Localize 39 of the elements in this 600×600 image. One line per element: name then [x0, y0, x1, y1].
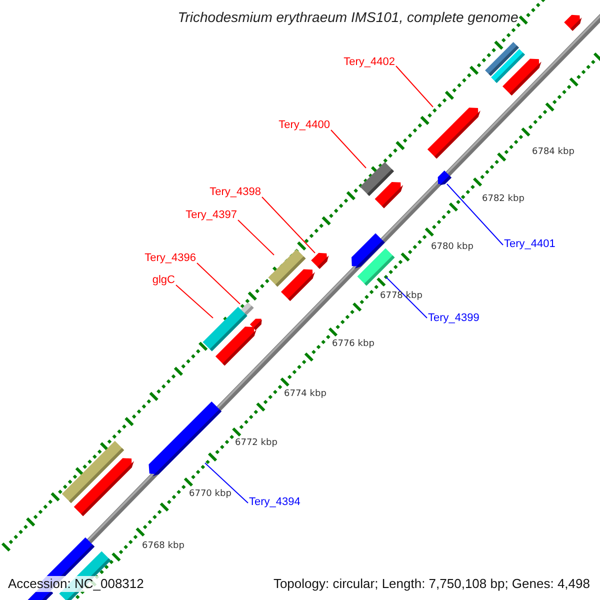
gene-feature — [311, 252, 329, 269]
scale-label: 6776 kbp — [332, 339, 374, 350]
gene-label: Tery_4401 — [504, 238, 556, 251]
gene-label: Tery_4396 — [144, 252, 196, 265]
gene-label: Tery_4394 — [249, 496, 300, 509]
leader-line — [238, 220, 274, 256]
leader-line — [446, 184, 504, 246]
leader-line — [330, 130, 366, 168]
gene-label: glgC — [152, 274, 175, 287]
scale-label: 6782 kbp — [482, 194, 524, 205]
gene-label: Tery_4397 — [186, 209, 237, 222]
gene-feature — [374, 182, 404, 208]
gene-label: Tery_4402 — [344, 56, 395, 69]
gene-feature — [564, 14, 582, 31]
gene-feature — [280, 269, 315, 302]
title: Trichodesmium erythraeum IMS101, complete genome — [176, 9, 520, 25]
gene-feature — [74, 458, 134, 516]
gene-feature — [438, 170, 452, 186]
scale-label: 6780 kbp — [431, 242, 474, 253]
gene-feature — [357, 248, 395, 286]
leader-line — [396, 66, 434, 108]
gene-feature — [427, 108, 480, 159]
leader-line — [262, 196, 316, 254]
scale-label: 6784 kbp — [532, 147, 574, 158]
scale-label: 6768 kbp — [142, 541, 184, 552]
leader-line — [176, 284, 214, 318]
gene-label: Tery_4400 — [278, 119, 330, 132]
gene-label: Tery_4399 — [428, 312, 480, 325]
gene-feature — [148, 401, 222, 476]
gene-feature — [502, 58, 542, 96]
scale-label: 6772 kbp — [235, 438, 278, 449]
leader-line — [196, 262, 240, 304]
leader-line — [204, 462, 248, 504]
gene-feature — [215, 326, 256, 366]
scale-label: 6770 kbp — [189, 489, 232, 500]
scale-label: 6774 kbp — [284, 389, 326, 400]
genome-stats-text: Topology: circular; Length: 7,750,108 bp; Genes: 4,498 — [271, 576, 592, 592]
accession-text: Accession: NC_008312 — [6, 576, 146, 592]
gene-label: Tery_4398 — [210, 186, 261, 199]
